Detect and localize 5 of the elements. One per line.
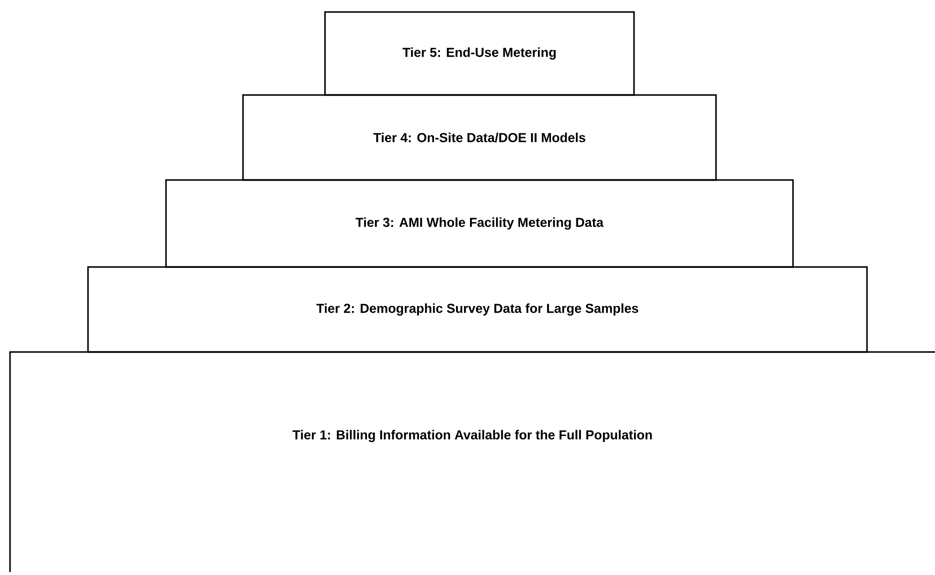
tier-box: Tier 5: End-Use Metering [324,11,635,96]
tier-box: Tier 1: Billing Information Available for the Full Population [9,351,935,572]
tier-box: Tier 2: Demographic Survey Data for Large Samples [87,266,868,353]
tier-box: Tier 4: On-Site Data/DOE II Models [242,94,717,181]
tier-box: Tier 3: AMI Whole Facility Metering Data [165,179,794,268]
